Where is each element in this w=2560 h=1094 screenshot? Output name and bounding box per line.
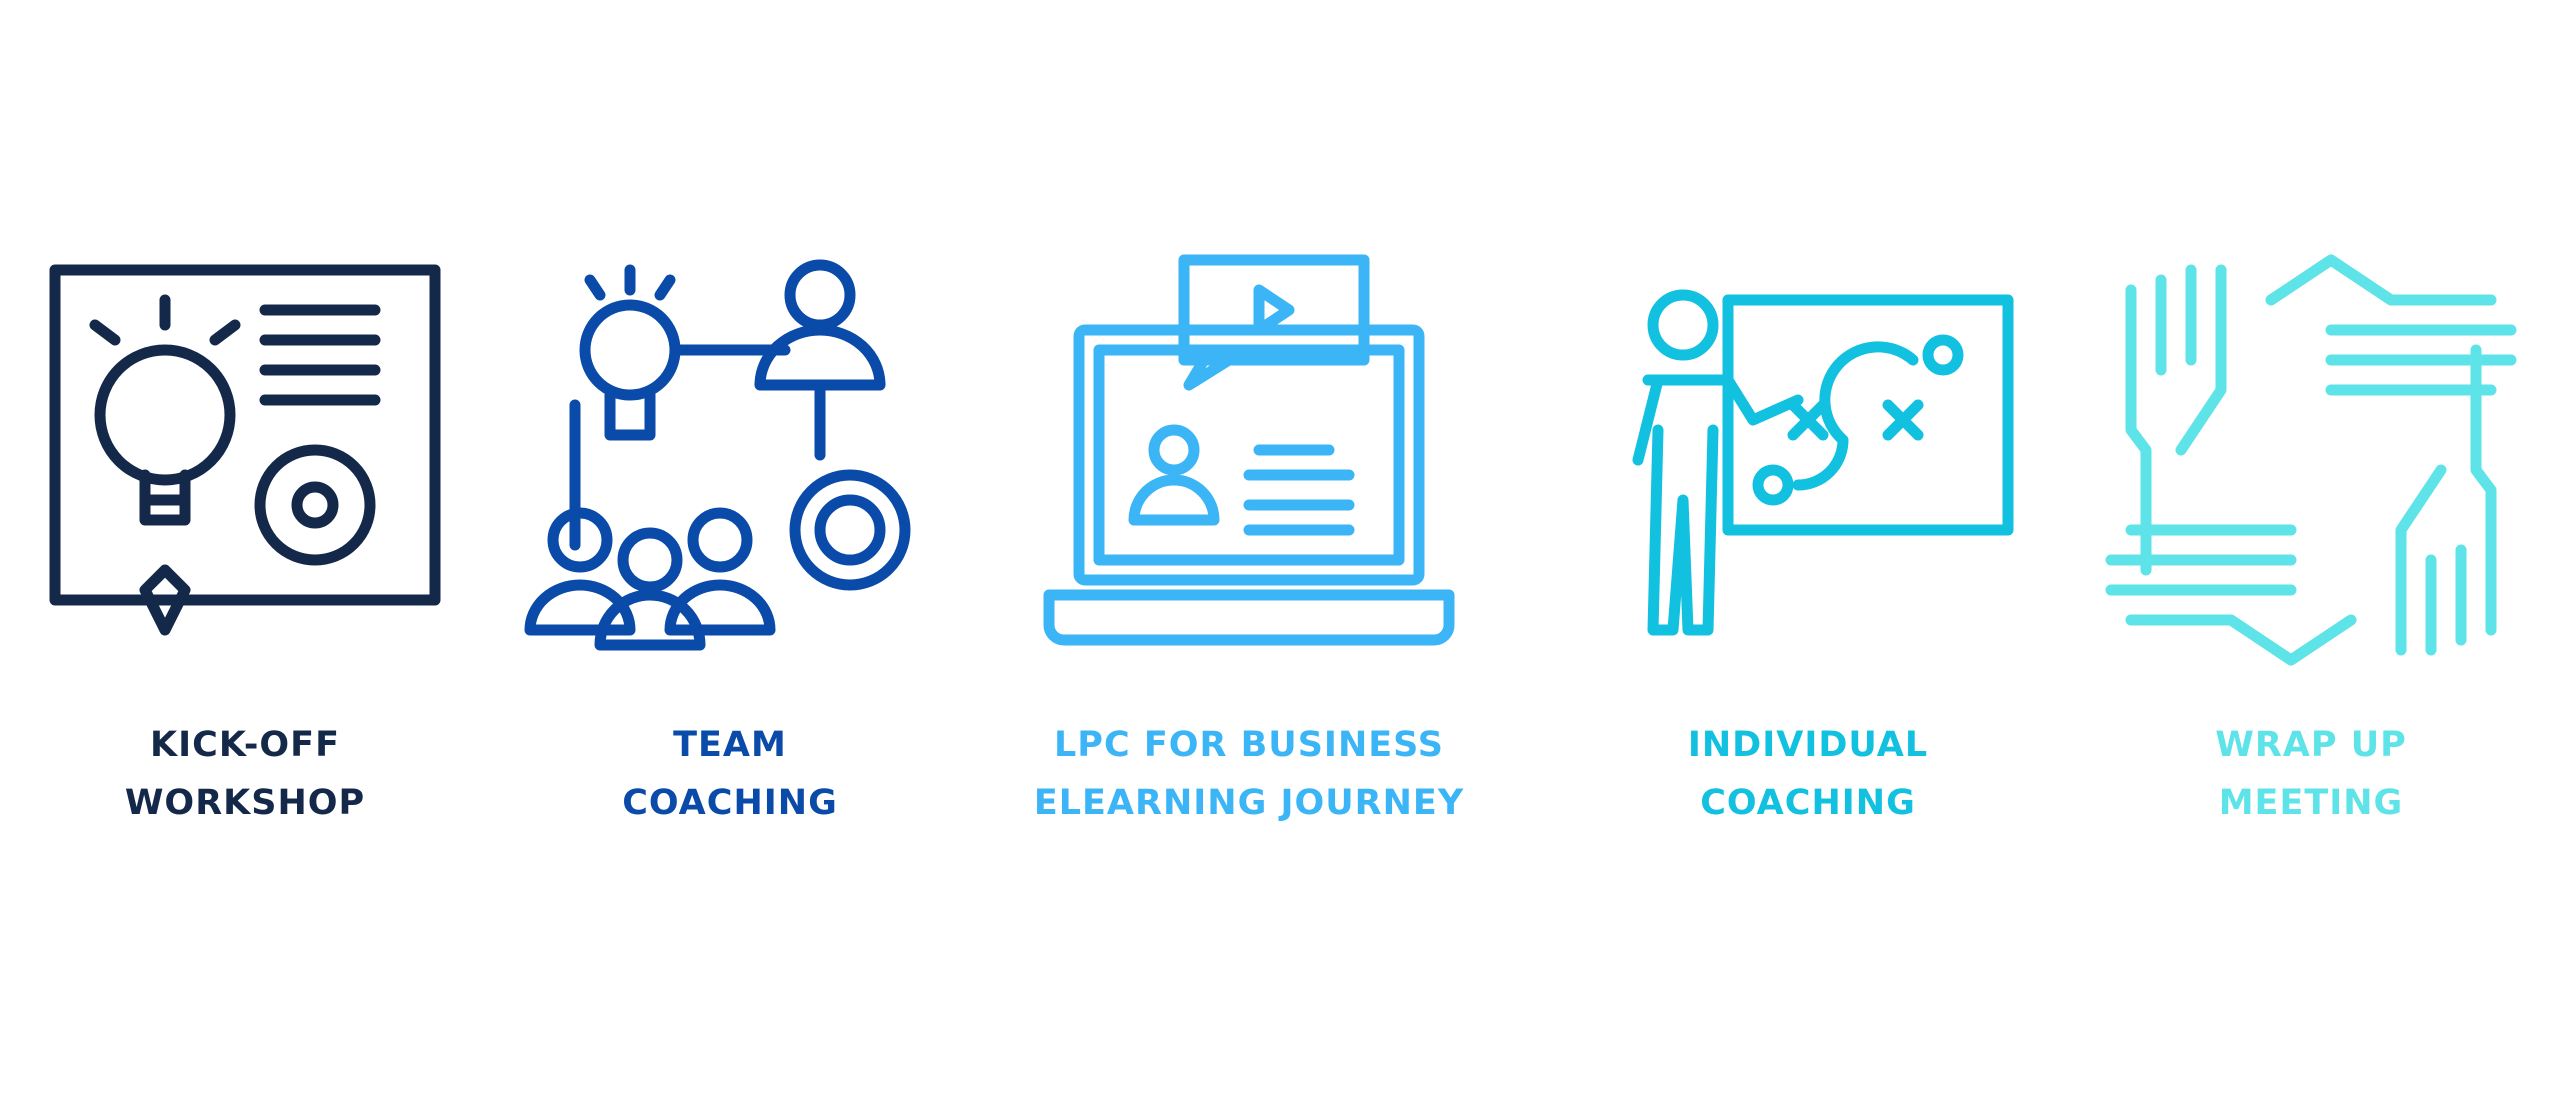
laptop-video-icon [1043,254,1455,646]
step-kick-off-workshop: KICK-OFF WORKSHOP [5,250,485,832]
step-label-line2: WORKSHOP [124,783,366,823]
step-label-line1: KICK-OFF [149,725,340,765]
step-team-coaching: TEAM COACHING [490,250,970,832]
coach-board-icon [1632,289,2014,636]
step-label-line1: TEAM [673,725,787,765]
step-label-line2: MEETING [2218,783,2404,823]
hands-together-icon [2105,254,2517,666]
step-elearning-journey: LPC FOR BUSINESS ELEARNING JOURNEY [1009,250,1489,832]
step-label-line1: INDIVIDUAL [1687,725,1929,765]
step-label-line2: ELEARNING JOURNEY [1033,783,1465,823]
step-label-line1: LPC FOR BUSINESS [1054,725,1444,765]
step-individual-coaching: INDIVIDUAL COACHING [1568,250,2048,832]
team-idea-gear-icon [524,259,911,651]
lightbulb-gear-board-icon [49,264,441,636]
step-label-line2: COACHING [1700,783,1916,823]
step-label-line2: COACHING [622,783,838,823]
step-label-line1: WRAP UP [2215,725,2407,765]
step-wrap-up-meeting: WRAP UP MEETING [2071,250,2551,832]
